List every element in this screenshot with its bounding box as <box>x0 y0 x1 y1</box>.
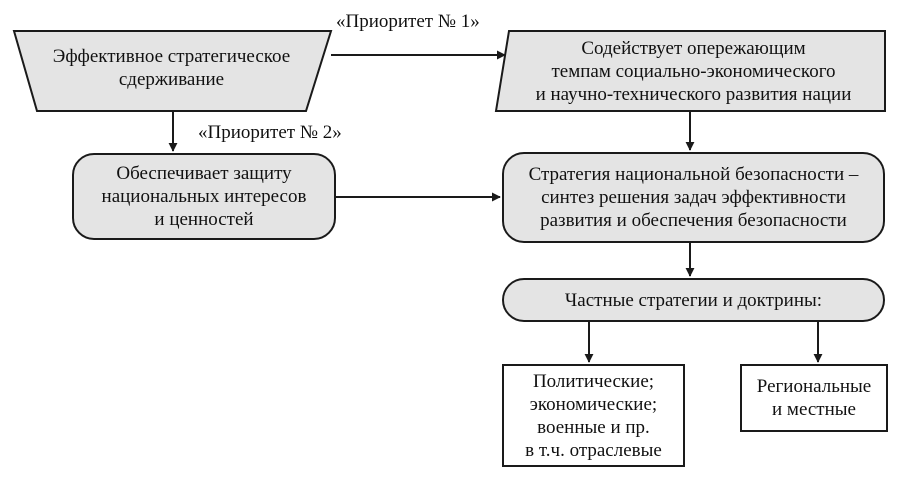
node-effective-deterrence: Эффективное стратегическое сдерживание <box>14 31 331 111</box>
node-political-economic: Политические; экономические; военные и п… <box>502 364 685 467</box>
node-development-text: Содействует опережающим темпам социально… <box>535 37 852 105</box>
node-effective-deterrence-text: Эффективное стратегическое сдерживание <box>52 46 291 90</box>
node-development: Содействует опережающим темпам социально… <box>496 31 885 111</box>
deterrence-shape <box>12 30 333 112</box>
node-regional-local-text: Региональные и местные <box>756 376 872 420</box>
edge-label-priority-2: «Приоритет № 2» <box>198 122 342 143</box>
node-political-economic-text: Политические; экономические; военные и п… <box>525 370 662 461</box>
development-shape <box>494 30 886 112</box>
edge-label-priority-1: «Приоритет № 1» <box>336 11 480 32</box>
node-protection: Обеспечивает защиту национальных интерес… <box>72 153 336 240</box>
node-protection-text: Обеспечивает защиту национальных интерес… <box>101 163 307 230</box>
node-national-security-strategy-text: Стратегия национальной безопасности – си… <box>528 164 859 231</box>
node-private-strategies: Частные стратегии и доктрины: <box>502 278 885 322</box>
node-private-strategies-text: Частные стратегии и доктрины: <box>564 289 823 311</box>
node-regional-local: Региональные и местные <box>740 364 888 432</box>
node-national-security-strategy: Стратегия национальной безопасности – си… <box>502 152 885 243</box>
